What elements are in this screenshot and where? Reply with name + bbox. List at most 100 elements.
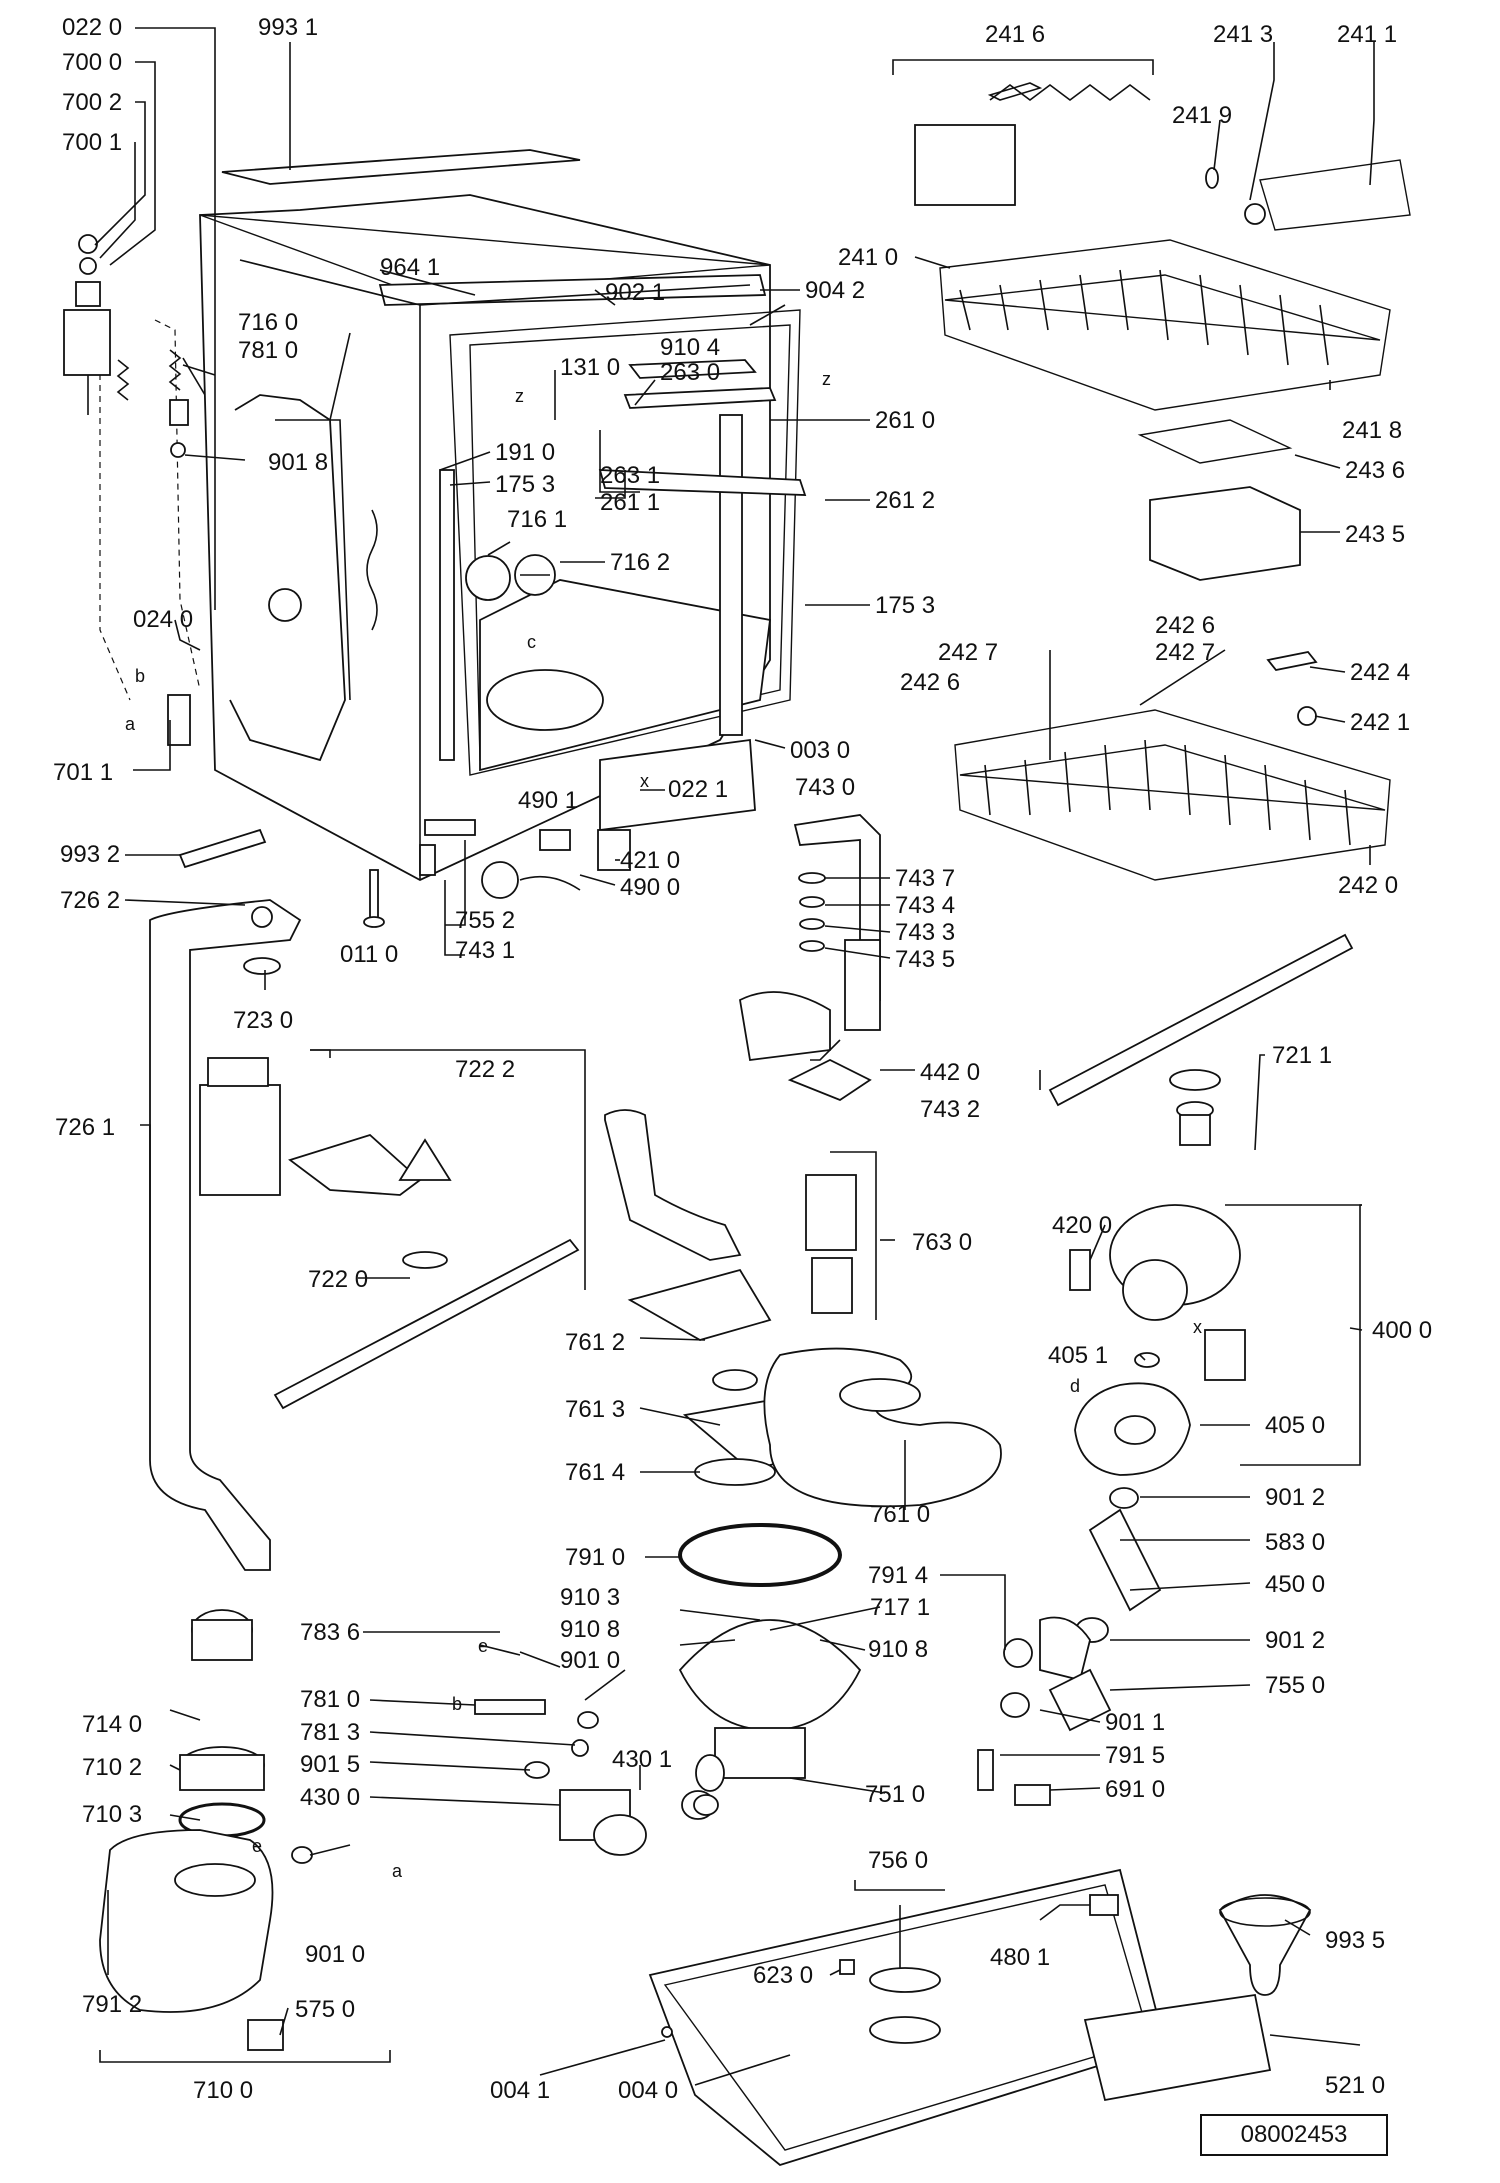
- label-710-3: 710 3: [82, 1801, 142, 1828]
- letter-a-softener: a: [392, 1861, 403, 1881]
- label-761-0: 761 0: [870, 1501, 930, 1528]
- letter-z-right: z: [822, 369, 831, 389]
- label-964-1: 964 1: [380, 254, 440, 281]
- label-243-5: 243 5: [1345, 521, 1405, 548]
- upper-basket-drawing: [914, 82, 1411, 581]
- label-722-0: 722 0: [308, 1266, 368, 1293]
- label-910-8-a: 910 8: [560, 1616, 620, 1643]
- letter-e-softener: e: [252, 1836, 262, 1856]
- label-901-0-b: 901 0: [305, 1941, 365, 1968]
- label-691-0: 691 0: [1105, 1776, 1165, 1803]
- letter-x-tub: x: [640, 771, 649, 791]
- label-242-6-b: 242 6: [900, 669, 960, 696]
- label-011-0: 011 0: [340, 941, 398, 968]
- label-442-0: 442 0: [920, 1059, 980, 1086]
- label-575-0: 575 0: [295, 1996, 355, 2023]
- label-242-7-b: 242 7: [1155, 639, 1215, 666]
- label-910-3: 910 3: [560, 1584, 620, 1611]
- connector-letters: a b z z c x x d e e b a: [125, 369, 1202, 1881]
- label-241-8: 241 8: [1342, 417, 1402, 444]
- label-791-4: 791 4: [868, 1562, 928, 1589]
- label-743-2: 743 2: [920, 1096, 980, 1123]
- letter-z-left: z: [515, 386, 524, 406]
- label-263-0: 263 0: [660, 359, 720, 386]
- label-901-1: 901 1: [1105, 1709, 1165, 1736]
- letter-d: d: [1070, 1376, 1080, 1396]
- label-583-0: 583 0: [1265, 1529, 1325, 1556]
- label-714-0: 714 0: [82, 1711, 142, 1738]
- label-781-3: 781 3: [300, 1719, 360, 1746]
- label-242-6-a: 242 6: [1155, 612, 1215, 639]
- label-755-0: 755 0: [1265, 1672, 1325, 1699]
- label-993-2: 993 2: [60, 841, 120, 868]
- label-756-0: 756 0: [868, 1847, 928, 1874]
- label-743-7: 743 7: [895, 865, 955, 892]
- label-743-0: 743 0: [795, 774, 855, 801]
- label-242-4: 242 4: [1350, 659, 1410, 686]
- label-022-1: 022 1: [668, 776, 728, 803]
- label-191-0: 191 0: [495, 439, 555, 466]
- label-243-6: 243 6: [1345, 457, 1405, 484]
- label-400-0: 400 0: [1372, 1317, 1432, 1344]
- label-421-0: 421 0: [620, 847, 680, 874]
- label-901-5: 901 5: [300, 1751, 360, 1778]
- label-781-0-top: 781 0: [238, 337, 298, 364]
- label-623-0: 623 0: [753, 1962, 813, 1989]
- label-726-2: 726 2: [60, 887, 120, 914]
- softener-drawing: [99, 1609, 719, 2051]
- label-242-0: 242 0: [1338, 872, 1398, 899]
- label-722-2: 722 2: [455, 1056, 515, 1083]
- nozzle-fitting-drawing: [739, 814, 881, 1102]
- label-763-0: 763 0: [912, 1229, 972, 1256]
- label-743-4: 743 4: [895, 892, 955, 919]
- label-904-2: 904 2: [805, 277, 865, 304]
- label-993-5: 993 5: [1325, 1927, 1385, 1954]
- label-743-3: 743 3: [895, 919, 955, 946]
- label-241-0: 241 0: [838, 244, 898, 271]
- label-490-0: 490 0: [620, 874, 680, 901]
- spray-pipe-drawing: [149, 899, 1002, 1820]
- label-004-1: 004 1: [490, 2077, 550, 2104]
- label-755-2: 755 2: [455, 907, 515, 934]
- label-901-2-a: 901 2: [1265, 1484, 1325, 1511]
- label-430-0: 430 0: [300, 1784, 360, 1811]
- label-751-0: 751 0: [865, 1781, 925, 1808]
- label-261-1: 261 1: [600, 489, 660, 516]
- label-761-3: 761 3: [565, 1396, 625, 1423]
- label-743-5: 743 5: [895, 946, 955, 973]
- label-430-1: 430 1: [612, 1746, 672, 1773]
- label-791-2: 791 2: [82, 1991, 142, 2018]
- label-716-0: 716 0: [238, 309, 298, 336]
- letter-e-hose: e: [478, 1636, 488, 1656]
- label-783-6: 783 6: [300, 1619, 360, 1646]
- label-241-3: 241 3: [1213, 21, 1273, 48]
- label-263-1: 263 1: [600, 462, 660, 489]
- letter-b-left: b: [135, 666, 145, 686]
- label-242-7-a: 242 7: [938, 639, 998, 666]
- label-261-2: 261 2: [875, 487, 935, 514]
- label-716-1: 716 1: [507, 506, 567, 533]
- label-490-1: 490 1: [518, 787, 578, 814]
- label-710-0: 710 0: [193, 2077, 253, 2104]
- part-labels: 022 0 700 0 700 2 700 1 993 1 241 6 241 …: [53, 14, 1432, 2104]
- label-701-1: 701 1: [53, 759, 113, 786]
- label-242-1: 242 1: [1350, 709, 1410, 736]
- letter-c: c: [527, 632, 536, 652]
- label-241-9: 241 9: [1172, 102, 1232, 129]
- label-405-0: 405 0: [1265, 1412, 1325, 1439]
- letter-a-left: a: [125, 714, 136, 734]
- leader-lines: [94, 27, 1375, 2086]
- label-721-1: 721 1: [1272, 1042, 1332, 1069]
- label-902-1: 902 1: [605, 279, 665, 306]
- label-003-0: 003 0: [790, 737, 850, 764]
- pump-drawing: [977, 1204, 1246, 1806]
- label-175-3-a: 175 3: [495, 471, 555, 498]
- label-901-8: 901 8: [268, 449, 328, 476]
- label-910-8-b: 910 8: [868, 1636, 928, 1663]
- label-700-2: 700 2: [62, 89, 122, 116]
- label-791-5: 791 5: [1105, 1742, 1165, 1769]
- letter-b-hose: b: [452, 1694, 462, 1714]
- document-reference-number: 08002453: [1200, 2114, 1388, 2156]
- label-901-0-a: 901 0: [560, 1647, 620, 1674]
